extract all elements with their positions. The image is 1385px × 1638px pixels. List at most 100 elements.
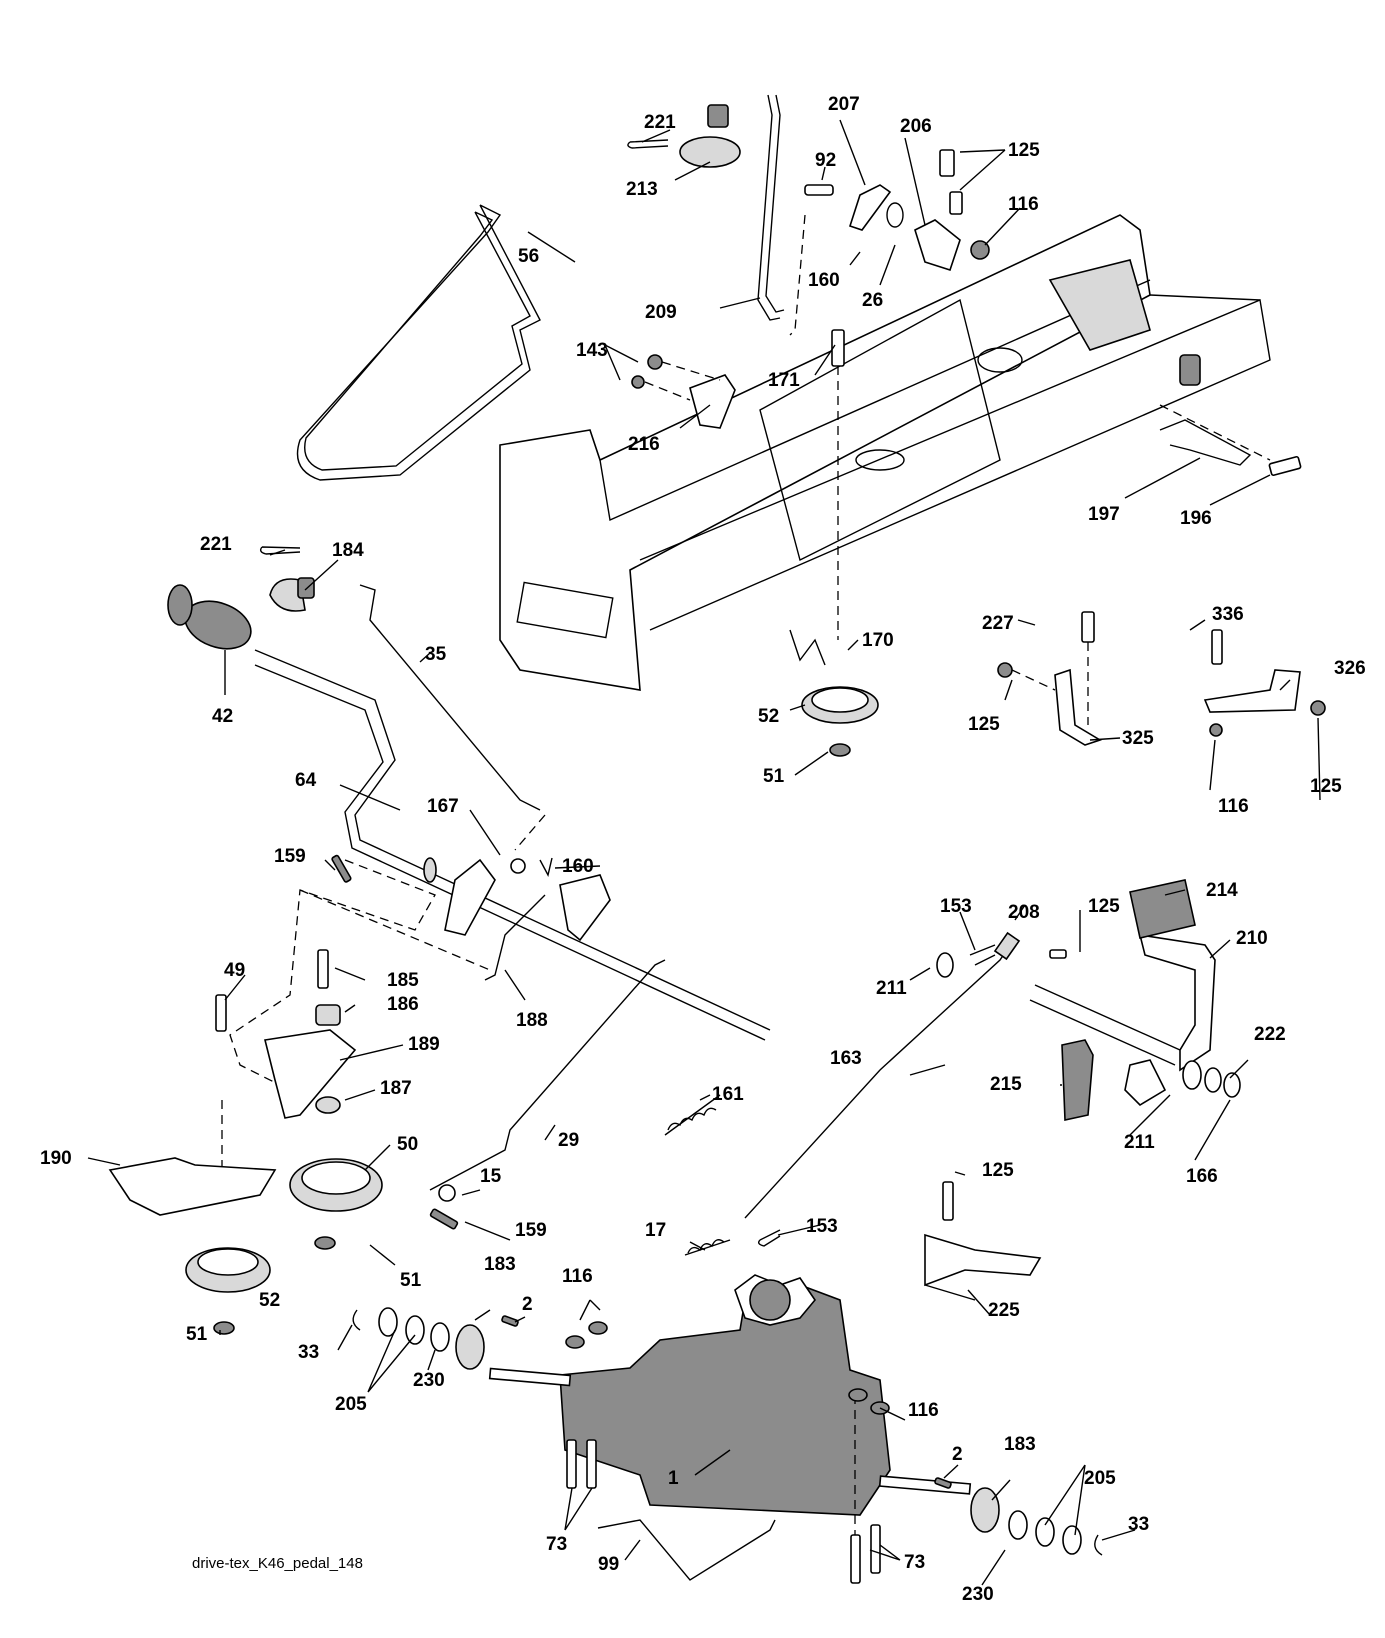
label: 116 (1008, 194, 1039, 215)
label: 73 (904, 1552, 925, 1573)
rod-29 (429, 959, 666, 1191)
label: 51 (186, 1324, 208, 1345)
label: 206 (900, 116, 932, 137)
bracket-225 (924, 1181, 1042, 1301)
leader-lines (87, 119, 1321, 1586)
label: 215 (990, 1074, 1022, 1095)
label: 116 (1218, 796, 1249, 817)
label: 214 (1206, 880, 1238, 901)
label: 222 (1254, 1024, 1286, 1045)
label: 52 (758, 706, 779, 727)
transaxle-1 (488, 1274, 972, 1560)
chassis-frame (499, 214, 1271, 691)
label: 221 (644, 112, 676, 133)
nuts-116-top (565, 1321, 608, 1349)
label: 187 (380, 1078, 412, 1099)
bracket-326 (1203, 629, 1326, 737)
label: 161 (712, 1084, 744, 1105)
label: 170 (862, 630, 894, 651)
label: 153 (940, 896, 972, 917)
label: 50 (397, 1134, 418, 1155)
label: 227 (982, 613, 1014, 634)
label: 51 (763, 766, 785, 787)
lift-rod (757, 94, 785, 321)
clip-221-left (259, 546, 301, 555)
label: 33 (298, 1342, 319, 1363)
label: 160 (562, 856, 594, 877)
label: 230 (962, 1584, 994, 1605)
label: 183 (1004, 1434, 1036, 1455)
label: 33 (1128, 1514, 1149, 1535)
pulley-52-left (185, 1247, 271, 1335)
label: 99 (598, 1554, 619, 1575)
label: 92 (815, 150, 836, 171)
grip-42 (167, 584, 252, 650)
label: 116 (908, 1400, 939, 1421)
bracket-325 (997, 611, 1102, 746)
label: 125 (982, 1160, 1014, 1181)
dash-188 (299, 889, 491, 971)
rod-99 (597, 1519, 776, 1581)
label: 188 (516, 1010, 548, 1031)
label: 51 (400, 1270, 422, 1291)
label: 64 (295, 770, 317, 791)
pin-159-lower (429, 1184, 459, 1230)
label: 125 (968, 714, 1000, 735)
clip-153-lower (757, 1229, 781, 1247)
knob-213 (679, 104, 741, 168)
label: 197 (1088, 504, 1120, 525)
label: 125 (1088, 896, 1120, 917)
label: 166 (1186, 1166, 1218, 1187)
label: 159 (274, 846, 306, 867)
lever-64 (254, 649, 771, 1041)
label: 52 (259, 1290, 280, 1311)
dash-35 (514, 814, 546, 851)
label: 73 (546, 1534, 567, 1555)
label: 207 (828, 94, 860, 115)
bracket-216 (631, 354, 736, 429)
part-labels: 221 213 207 92 206 125 116 56 160 26 209… (40, 94, 1366, 1605)
label: 221 (200, 534, 232, 555)
label: 35 (425, 644, 447, 665)
label: 196 (1180, 508, 1212, 529)
label: 208 (1008, 902, 1040, 923)
label: 153 (806, 1216, 838, 1237)
bracket-207 (804, 184, 892, 231)
bolt-185 (317, 949, 329, 989)
label: 125 (1008, 140, 1040, 161)
label: 167 (427, 796, 459, 817)
idler-pulley-52 (789, 629, 879, 757)
clip-221-top (627, 139, 669, 149)
label: 15 (480, 1166, 502, 1187)
bolts-73-right (850, 1524, 881, 1584)
label: 143 (576, 340, 608, 361)
label: 2 (522, 1294, 533, 1315)
dash-lift (789, 214, 806, 336)
pedal-shaft (936, 931, 1181, 1066)
label: 209 (645, 302, 677, 323)
label: 56 (518, 246, 539, 267)
label: 184 (332, 540, 364, 561)
bolt-49 (215, 994, 227, 1032)
label: 49 (224, 960, 245, 981)
handle-197 (1159, 404, 1302, 477)
diagram-caption: drive-tex_K46_pedal_148 (192, 1555, 363, 1572)
shield-190 (108, 1157, 277, 1216)
label: 205 (1084, 1468, 1116, 1489)
pad-214 (1129, 879, 1196, 939)
bracket-206 (886, 149, 990, 272)
axle-left-washers (352, 1307, 519, 1370)
pedal-210 (1124, 934, 1216, 1107)
label: 171 (768, 370, 800, 391)
spring-161 (664, 1094, 721, 1136)
label: 211 (876, 978, 907, 999)
label: 159 (515, 1220, 547, 1241)
label: 183 (484, 1254, 516, 1275)
label: 189 (408, 1034, 440, 1055)
label: 160 (808, 270, 840, 291)
label: 213 (626, 179, 658, 200)
label: 326 (1334, 658, 1366, 679)
label: 211 (1124, 1132, 1155, 1153)
rod-35 (359, 584, 541, 811)
